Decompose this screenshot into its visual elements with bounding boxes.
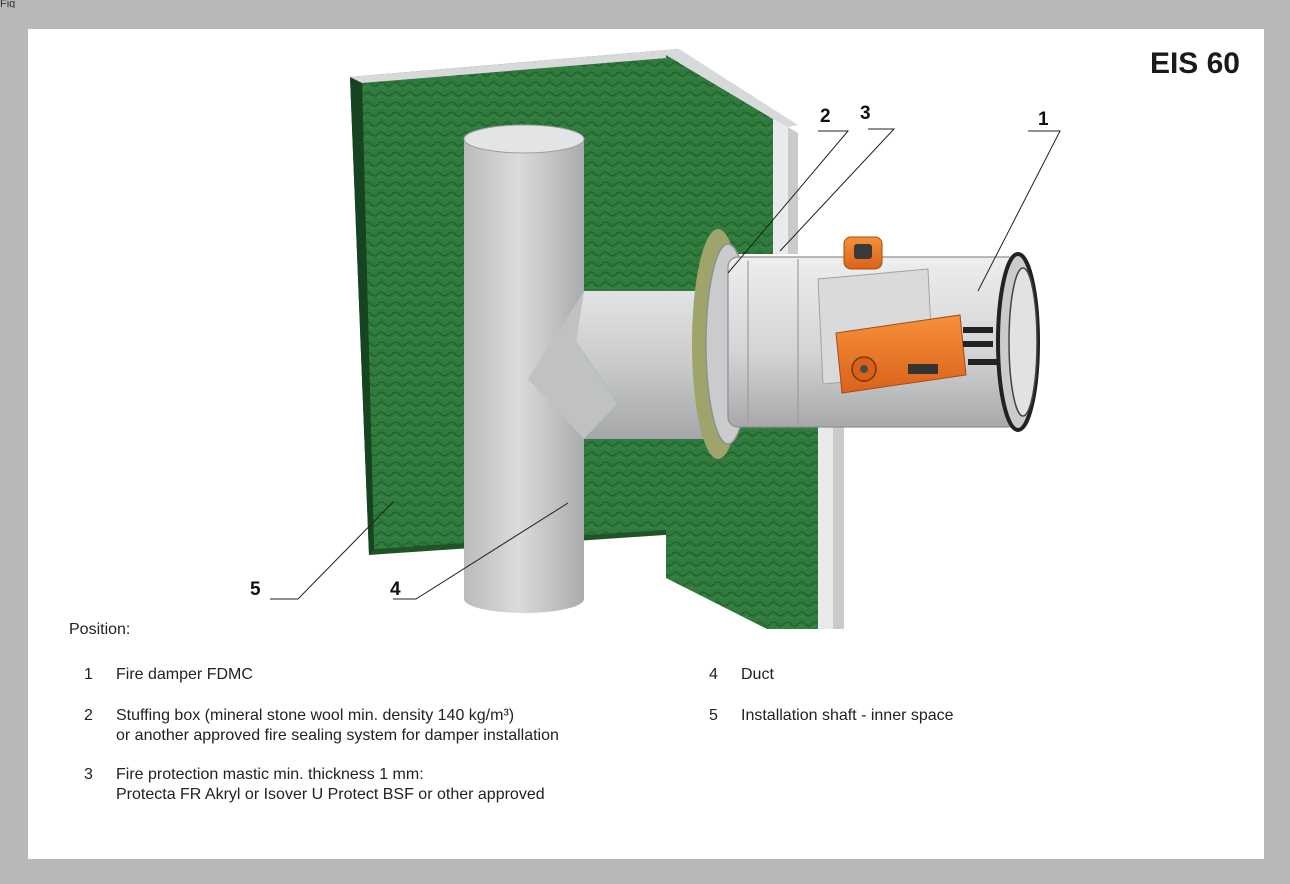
top-actuator [843, 236, 883, 270]
legend-number: 1 [84, 666, 93, 683]
branch-duct [528, 291, 728, 439]
callout-1: 1 [1038, 109, 1049, 130]
legend-number: 3 [84, 766, 93, 783]
legend-item: 5 Installation shaft - inner space [709, 706, 954, 726]
legend-number: 5 [709, 707, 718, 724]
legend-text: Duct [741, 666, 774, 683]
legend-number: 4 [709, 666, 718, 683]
legend-item: 1 Fire damper FDMC [84, 665, 253, 685]
legend-item: 4 Duct [709, 665, 774, 685]
callout-5: 5 [250, 579, 261, 600]
callout-2: 2 [820, 106, 831, 127]
legend-text: Installation shaft - inner space [741, 707, 954, 724]
header-fragment: Fig [0, 0, 16, 8]
legend-heading: Position: [69, 621, 131, 638]
installation-diagram: 1 2 3 5 4 [250, 49, 1061, 629]
leader-lines [270, 128, 1061, 600]
legend-item: 3 Fire protection mastic min. thickness … [84, 765, 545, 805]
legend-text: Stuffing box (mineral stone wool min. de… [116, 707, 559, 744]
figure-panel: EIS 60 [28, 29, 1264, 859]
fire-resistance-title: EIS 60 [1149, 47, 1240, 80]
legend-number: 2 [84, 707, 93, 724]
shaft-side-wall [666, 49, 844, 629]
legend-item: 2 Stuffing box (mineral stone wool min. … [84, 706, 559, 746]
main-actuator [835, 314, 998, 394]
vertical-duct [463, 124, 585, 613]
callout-4: 4 [390, 579, 401, 600]
callout-3: 3 [860, 103, 871, 124]
legend-text: Fire damper FDMC [116, 666, 253, 683]
legend-text: Fire protection mastic min. thickness 1 … [116, 766, 545, 803]
